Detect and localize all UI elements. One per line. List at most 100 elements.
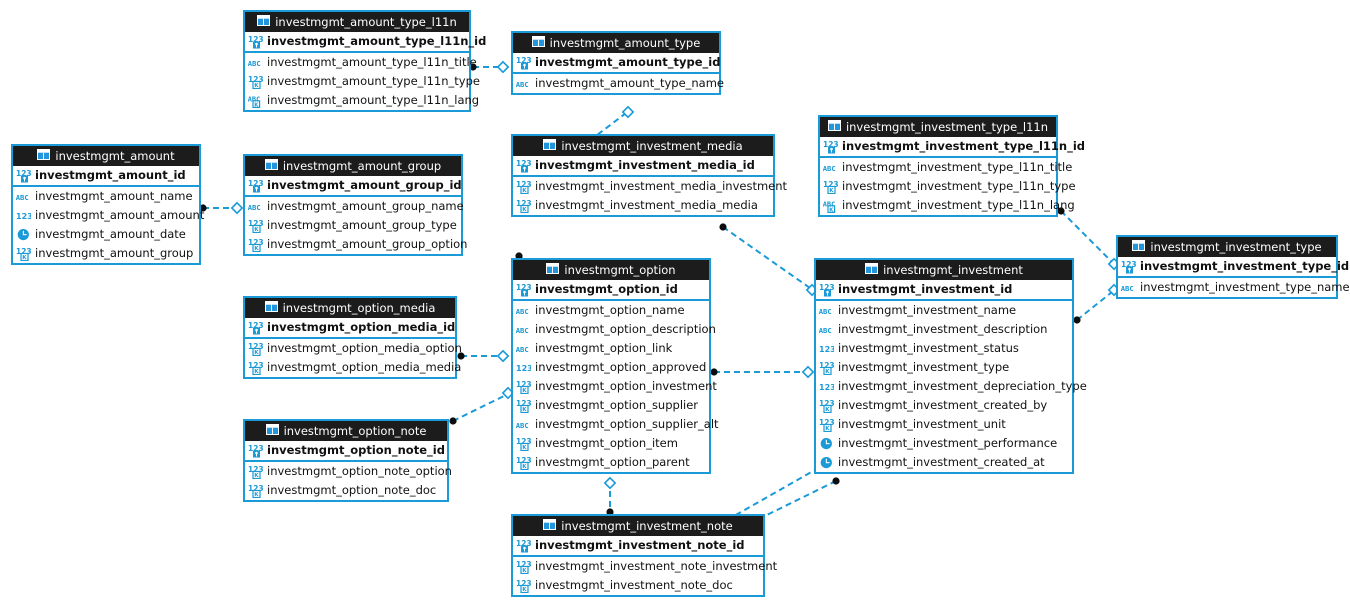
attribute-row: investmgmt_amount_date: [13, 225, 199, 244]
svg-text:123: 123: [516, 539, 531, 548]
svg-text:123: 123: [516, 56, 531, 65]
attribute-label: investmgmt_investment_unit: [838, 417, 1006, 431]
abc-text-icon: ABC: [819, 303, 834, 318]
svg-text:K: K: [522, 188, 527, 194]
attribute-label: investmgmt_investment_name: [838, 303, 1017, 317]
attribute-row: ABC investmgmt_investment_name: [816, 301, 1072, 320]
svg-text:K: K: [825, 407, 830, 413]
svg-text:123: 123: [819, 383, 834, 392]
svg-text:123: 123: [248, 484, 263, 493]
attribute-label: investmgmt_investment_type_l11n_type: [842, 179, 1076, 193]
svg-text:K: K: [254, 83, 259, 89]
table-icon: [546, 260, 560, 280]
attribute-label: investmgmt_option_investment: [535, 379, 717, 393]
svg-text:123: 123: [516, 159, 531, 168]
entity-header[interactable]: investmgmt_investment_note: [513, 516, 763, 536]
svg-text:123: 123: [819, 345, 834, 354]
attribute-label: investmgmt_option_supplier_alt: [535, 417, 719, 431]
attribute-label: investmgmt_investment_media_investment: [535, 179, 788, 193]
table-icon: [264, 298, 278, 318]
entity-title: investmgmt_amount_group: [282, 159, 442, 173]
entity-title: investmgmt_investment_type: [1150, 240, 1322, 254]
relation-endpoint-dot: [1073, 316, 1081, 324]
svg-text:ABC: ABC: [16, 193, 29, 202]
svg-text:ABC: ABC: [819, 307, 832, 316]
svg-text:123: 123: [248, 75, 263, 84]
entity-header[interactable]: investmgmt_amount_group: [245, 156, 461, 176]
relation-endpoint-dot: [710, 368, 718, 376]
entity-header[interactable]: investmgmt_amount_type: [513, 33, 719, 53]
primary-key-label: investmgmt_amount_group_id: [267, 178, 462, 192]
key-number-icon: 123: [248, 34, 263, 49]
key-number-icon: 123: [819, 282, 834, 297]
entity-header[interactable]: investmgmt_amount_type_l11n: [245, 12, 469, 32]
attribute-label: investmgmt_investment_created_by: [838, 398, 1048, 412]
abc-text-icon: ABC: [1121, 280, 1136, 295]
entity-header[interactable]: investmgmt_investment_type: [1118, 237, 1336, 257]
entity-header[interactable]: investmgmt_option_media: [245, 298, 455, 318]
attribute-label: investmgmt_amount_date: [35, 227, 186, 241]
abc-text-icon: ABC: [516, 417, 531, 432]
relation-endpoint-dot: [719, 223, 727, 231]
svg-text:123: 123: [516, 456, 531, 465]
relation-endpoint-dot: [832, 477, 840, 485]
table-icon: [543, 516, 557, 536]
attribute-label: investmgmt_investment_description: [838, 322, 1048, 336]
relation-endpoint-diamond: [603, 476, 617, 490]
entity-title: investmgmt_investment: [883, 263, 1023, 277]
entity-header[interactable]: investmgmt_investment_media: [513, 136, 773, 156]
table-icon: [265, 421, 279, 441]
key-number-icon: 123: [516, 55, 531, 70]
svg-text:123: 123: [819, 418, 834, 427]
svg-text:ABC: ABC: [1121, 284, 1134, 293]
entity-header[interactable]: investmgmt_option: [513, 260, 709, 280]
entity-header[interactable]: investmgmt_investment: [816, 260, 1072, 280]
entity-header[interactable]: investmgmt_option_note: [245, 421, 447, 441]
entity-investmgmt_amount_type_l11n[interactable]: investmgmt_amount_type_l11n 123 investmgmt…: [243, 10, 486, 112]
attribute-label: investmgmt_option_media_option: [267, 341, 462, 355]
entity-header[interactable]: investmgmt_amount: [13, 146, 199, 166]
attribute-label: investmgmt_amount_group: [35, 246, 194, 260]
abc-text-icon: ABC: [248, 55, 263, 70]
attribute-label: investmgmt_amount_type_l11n_title: [267, 55, 477, 69]
svg-text:K: K: [825, 369, 830, 375]
svg-text:K: K: [522, 388, 527, 394]
attribute-label: investmgmt_amount_type_l11n_lang: [267, 93, 480, 107]
number-icon: 123: [16, 208, 31, 223]
entity-header[interactable]: investmgmt_investment_type_l11n: [820, 117, 1056, 137]
svg-text:ABC: ABC: [516, 421, 529, 430]
